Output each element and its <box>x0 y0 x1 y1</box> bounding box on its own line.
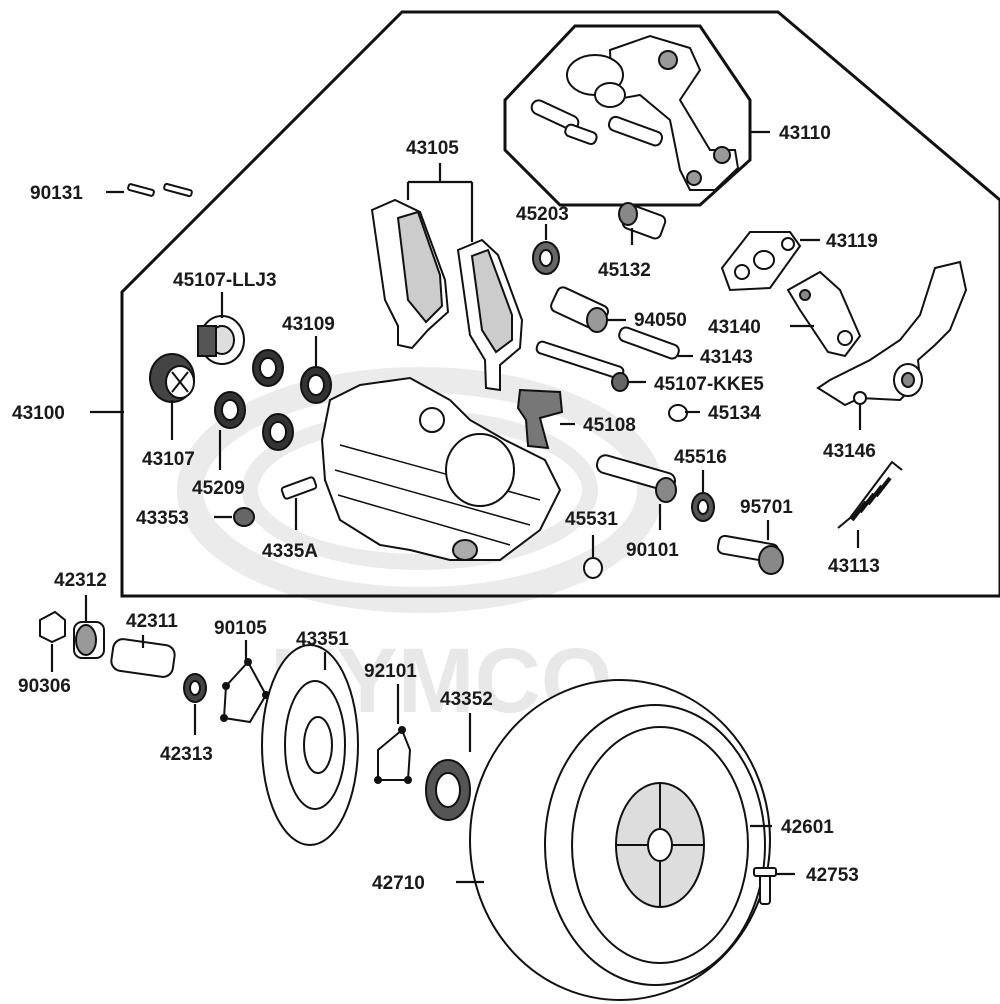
label-45209: 45209 <box>192 478 245 499</box>
nipple-45531-part <box>583 557 603 579</box>
label-45107-llj3: 45107-LLJ3 <box>173 270 277 291</box>
lever-43146-part <box>816 260 968 407</box>
bolt-95701-part <box>716 534 784 575</box>
spring-plate-45108-part <box>516 388 564 450</box>
caliper-body-part <box>320 376 562 561</box>
caliper-bracket-part <box>530 34 740 191</box>
label-45108: 45108 <box>583 415 636 436</box>
label-43107: 43107 <box>142 449 195 470</box>
bolt-45132-part <box>618 202 667 240</box>
tire-and-wheel-part <box>469 679 771 1001</box>
label-92101: 92101 <box>364 661 417 682</box>
label-43105: 43105 <box>406 138 459 159</box>
label-90101: 90101 <box>626 540 679 561</box>
bushing-94050-part <box>550 286 609 333</box>
sensor-ring-43352-part <box>425 759 471 821</box>
label-43351: 43351 <box>296 629 349 650</box>
label-43140: 43140 <box>708 317 761 338</box>
label-43119: 43119 <box>826 231 878 252</box>
cap-43353-part <box>233 507 255 527</box>
label-45107-kke5: 45107-KKE5 <box>654 374 764 395</box>
seal-ring-43109-part <box>252 349 332 404</box>
label-90306: 90306 <box>18 676 71 697</box>
seal-45203-part <box>532 241 560 275</box>
pin-43143-part <box>618 326 680 360</box>
plate-43140-part <box>786 270 862 358</box>
plug-45107-llj3-part <box>197 315 245 365</box>
bolts-90105-part <box>220 658 270 724</box>
label-42311: 42311 <box>126 611 178 632</box>
leader-lines <box>50 130 862 884</box>
brake-pads-part <box>370 198 524 392</box>
label-45132: 45132 <box>598 260 651 281</box>
plug-43107-part <box>149 353 195 403</box>
collar-42313-part <box>183 673 207 703</box>
label-45531: 45531 <box>565 509 618 530</box>
valve-42753-part <box>753 867 777 905</box>
label-45203: 45203 <box>516 204 569 225</box>
label-4335a: 4335A <box>262 541 318 562</box>
label-43352: 43352 <box>440 689 493 710</box>
label-45516: 45516 <box>674 447 727 468</box>
label-42313: 42313 <box>160 744 213 765</box>
pin-45107-kke5-part <box>535 340 629 392</box>
label-43146: 43146 <box>823 441 876 462</box>
nut-45134-part <box>668 404 688 422</box>
label-43353: 43353 <box>136 508 189 529</box>
bracket-subgroup-outline <box>503 24 752 207</box>
washer-45516-part <box>691 492 715 522</box>
label-43143: 43143 <box>700 347 753 368</box>
label-43113: 43113 <box>828 556 880 577</box>
nut-90306-part <box>39 610 66 644</box>
gasket-43119-part <box>720 231 802 292</box>
caliper-assembly-outline <box>120 10 1000 598</box>
label-45134: 45134 <box>708 403 761 424</box>
bleeder-4335a-part <box>280 476 318 500</box>
brake-disc-43351-part <box>261 644 359 846</box>
label-42753: 42753 <box>806 865 859 886</box>
label-42601: 42601 <box>781 817 834 838</box>
label-90105: 90105 <box>214 618 267 639</box>
label-95701: 95701 <box>740 497 793 518</box>
spring-43113-part <box>837 460 903 529</box>
pin-45516-part <box>595 454 677 503</box>
collar-42312-part <box>73 621 105 659</box>
part-number-labels: 90131 43105 43110 45203 45132 43119 4510… <box>12 123 880 894</box>
screw-90131-part <box>127 182 193 198</box>
label-43109: 43109 <box>282 314 335 335</box>
seal-ring-45209-part <box>214 391 294 451</box>
sleeve-42311-part <box>110 638 176 678</box>
label-42312: 42312 <box>54 570 107 591</box>
label-90131: 90131 <box>30 183 83 204</box>
label-94050: 94050 <box>634 310 687 331</box>
bolts-92101-part <box>374 726 412 784</box>
label-42710: 42710 <box>372 873 425 894</box>
label-43100: 43100 <box>12 403 65 424</box>
label-43110: 43110 <box>779 123 831 144</box>
